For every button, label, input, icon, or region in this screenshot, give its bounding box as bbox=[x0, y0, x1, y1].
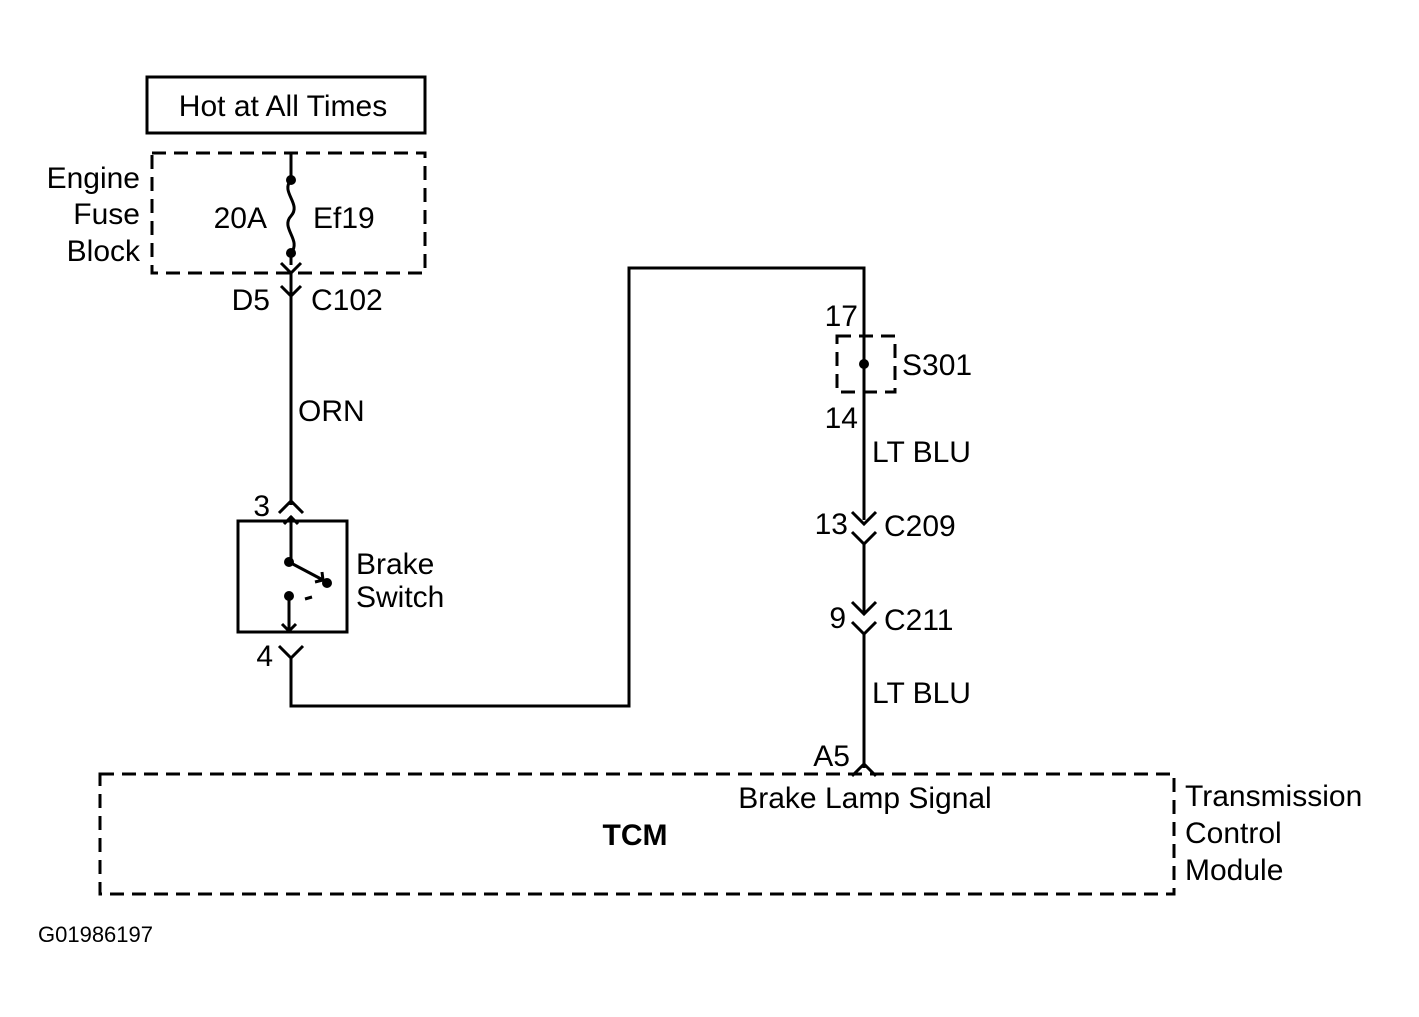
fuse-block-label-line1: Engine bbox=[47, 162, 140, 195]
wire-orn-color: ORN bbox=[298, 395, 365, 428]
tcm-name-line3: Module bbox=[1185, 854, 1283, 887]
connector-c209-id: C209 bbox=[884, 510, 956, 543]
tcm-pin-a5-label: A5 bbox=[813, 740, 850, 773]
brake-switch-label-line1: Brake bbox=[356, 548, 434, 581]
wire-lt-blu-1-color: LT BLU bbox=[872, 436, 971, 469]
fuse-block-label-line3: Block bbox=[67, 235, 141, 268]
brake-switch-pin4-label: 4 bbox=[256, 640, 273, 673]
brake-switch-arrow-top bbox=[282, 514, 300, 526]
tcm-signal-label: Brake Lamp Signal bbox=[738, 782, 991, 815]
tcm-name-line1: Transmission bbox=[1185, 780, 1362, 813]
fuse-block-label-line2: Fuse bbox=[73, 198, 140, 231]
connector-c211-pin: 9 bbox=[829, 602, 846, 635]
brake-switch-pin3-label: 3 bbox=[253, 490, 270, 523]
connector-c102-pin: D5 bbox=[232, 284, 270, 317]
brake-switch-pin4-connector bbox=[277, 644, 305, 661]
tcm-outline bbox=[98, 772, 1176, 896]
tcm-pin-a5-connector bbox=[850, 761, 878, 778]
fuse-block-outline bbox=[150, 151, 427, 275]
splice-s301-pin-in: 17 bbox=[825, 300, 858, 333]
tcm-abbrev: TCM bbox=[603, 819, 668, 852]
wire-lt-blu-2-color: LT BLU bbox=[872, 677, 971, 710]
splice-s301-pin-out: 14 bbox=[825, 402, 858, 435]
brake-switch-actuator-dash bbox=[304, 595, 313, 601]
power-source-label: Hot at All Times bbox=[179, 90, 387, 123]
tcm-name-line2: Control bbox=[1185, 817, 1282, 850]
connector-c211-id: C211 bbox=[884, 604, 954, 637]
splice-s301-outline bbox=[835, 334, 897, 394]
brake-switch-pin3-connector bbox=[277, 498, 305, 515]
power-source-box bbox=[145, 75, 427, 135]
fuse-symbol bbox=[286, 178, 296, 254]
splice-s301-id: S301 bbox=[902, 349, 972, 382]
brake-switch-label-line2: Switch bbox=[356, 581, 444, 614]
fuse-rating: 20A bbox=[214, 202, 267, 235]
connector-c209-pin: 13 bbox=[815, 508, 848, 541]
figure-id: G01986197 bbox=[38, 922, 153, 947]
wire-switch-to-s301 bbox=[289, 266, 866, 708]
brake-switch-actuator bbox=[322, 578, 332, 588]
brake-switch-arrow-bottom bbox=[280, 622, 298, 634]
fuse-id: Ef19 bbox=[313, 202, 375, 235]
connector-c102-id: C102 bbox=[311, 284, 383, 317]
brake-switch-blade bbox=[288, 560, 324, 582]
